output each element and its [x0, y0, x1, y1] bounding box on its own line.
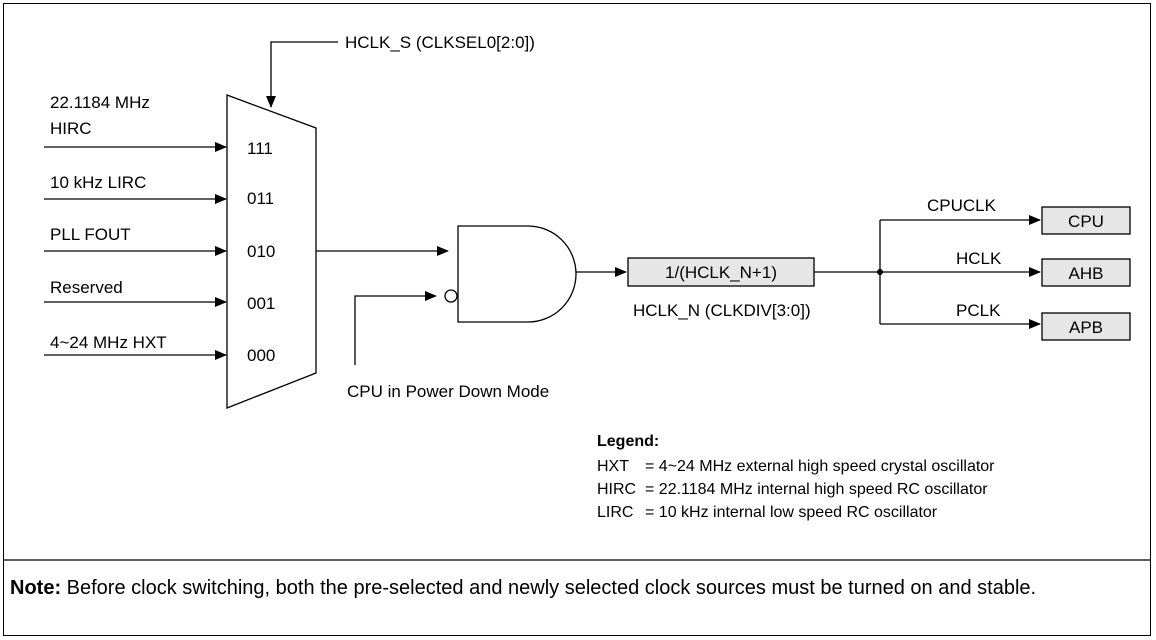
divider-label: 1/(HCLK_N+1)	[665, 263, 777, 282]
input-code: 011	[247, 189, 274, 208]
mux-input-pll: PLL FOUT 010	[44, 225, 275, 261]
output-ahb: HCLK AHB	[956, 249, 1131, 287]
note-text: Before clock switching, both the pre-sel…	[61, 577, 1037, 599]
power-down-line	[354, 291, 437, 365]
mux-input-hirc: 22.1184 MHz HIRC 111	[44, 93, 273, 158]
legend-desc: = 22.1184 MHz internal high speed RC osc…	[645, 481, 988, 498]
target-box	[1041, 312, 1131, 341]
target-label: CPU	[1068, 212, 1104, 231]
select-label: HCLK_S (CLKSEL0[2:0])	[345, 33, 535, 52]
output-signal-label: CPUCLK	[927, 196, 997, 215]
power-down-label: CPU in Power Down Mode	[347, 382, 549, 401]
input-code: 010	[247, 242, 275, 261]
input-label-line1: 10 kHz LIRC	[50, 173, 146, 192]
output-apb: PCLK APB	[956, 301, 1131, 341]
target-label: AHB	[1069, 264, 1104, 283]
target-label: APB	[1069, 318, 1103, 337]
input-label-line1: 22.1184 MHz	[50, 93, 150, 112]
legend-abbr: LIRC	[597, 504, 633, 521]
select-line	[266, 41, 338, 108]
output-cpu: CPUCLK CPU	[927, 196, 1131, 235]
input-code: 111	[247, 139, 273, 158]
clock-mux	[226, 94, 317, 409]
inverter-bubble	[444, 289, 458, 303]
input-label-line1: Reserved	[50, 278, 123, 297]
mux-input-hxt: 4~24 MHz HXT 000	[44, 333, 275, 365]
target-box	[1041, 206, 1131, 235]
note-label: Note:	[10, 577, 62, 599]
input-label-line1: 4~24 MHz HXT	[50, 333, 167, 352]
legend-desc: = 10 kHz internal low speed RC oscillato…	[645, 504, 938, 521]
and-gate	[457, 225, 577, 323]
legend-abbr: HXT	[597, 458, 629, 475]
legend-desc: = 4~24 MHz external high speed crystal o…	[645, 458, 995, 475]
target-box	[1041, 258, 1131, 287]
legend-title: Legend:	[597, 433, 659, 450]
divider-control-label: HCLK_N (CLKDIV[3:0])	[633, 301, 811, 320]
output-signal-label: HCLK	[956, 249, 1002, 268]
input-code: 001	[247, 294, 275, 313]
input-code: 000	[247, 346, 275, 365]
legend-abbr: HIRC	[597, 481, 636, 498]
legend: Legend: HXT = 4~24 MHz external high spe…	[597, 433, 995, 521]
divider-box	[627, 257, 815, 287]
note: Note: Before clock switching, both the p…	[10, 575, 1140, 602]
mux-input-lirc: 10 kHz LIRC 011	[44, 173, 274, 208]
input-label-line1: PLL FOUT	[50, 225, 131, 244]
output-signal-label: PCLK	[956, 301, 1001, 320]
mux-input-reserved: Reserved 001	[44, 278, 275, 313]
input-label-line2: HIRC	[50, 119, 92, 138]
diagram-frame	[3, 3, 1151, 636]
